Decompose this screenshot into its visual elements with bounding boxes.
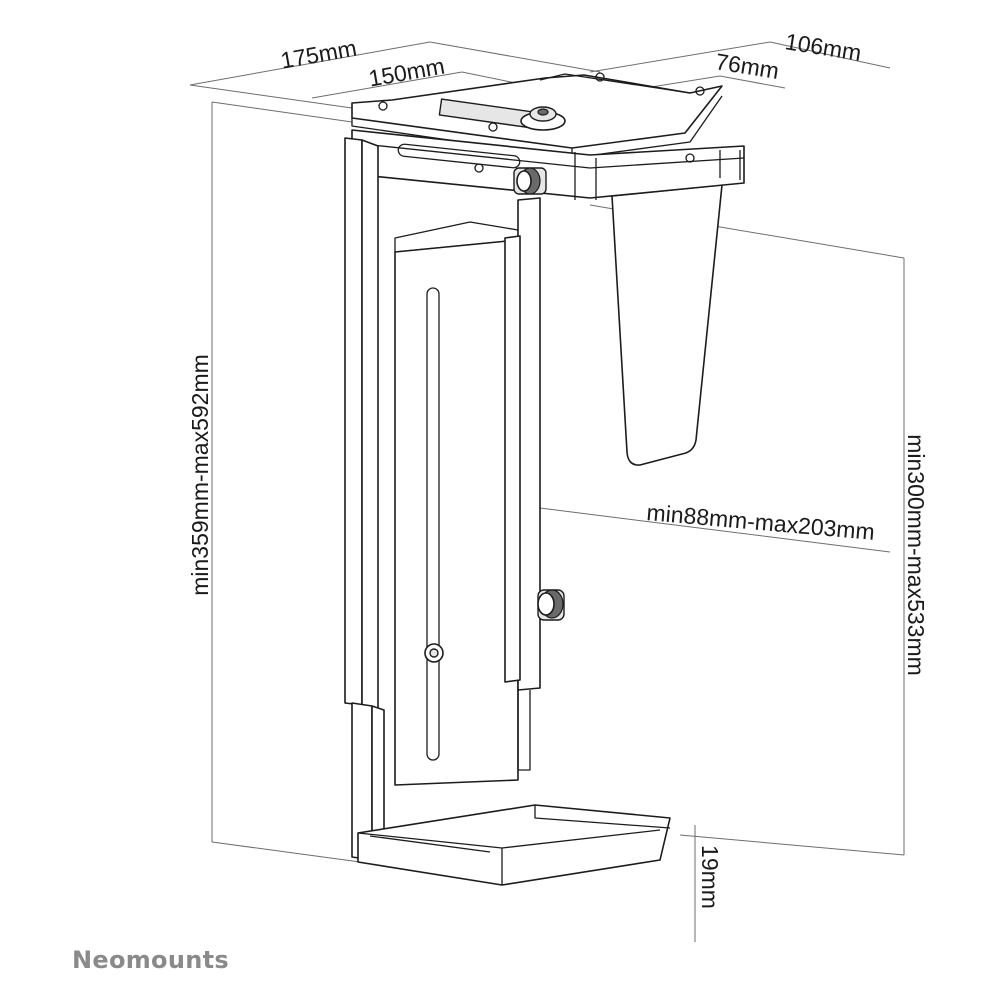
adjust-knob-lower — [537, 589, 565, 621]
top-mounting-plate — [351, 72, 723, 159]
label-106mm: 106mm — [783, 28, 863, 66]
bottom-tray — [357, 804, 671, 886]
label-19mm: 19mm — [697, 845, 723, 909]
central-column — [394, 197, 565, 786]
label-total-height: min359mm-max592mm — [187, 354, 213, 596]
brand-logo: Neomounts — [72, 946, 229, 974]
slide-bar — [351, 129, 745, 200]
center-bolt — [520, 106, 566, 131]
column-screw — [424, 643, 444, 663]
label-pc-width: min88mm-max203mm — [646, 499, 876, 545]
label-76mm: 76mm — [714, 48, 781, 84]
left-arm — [344, 137, 385, 863]
label-pc-height: min300mm-max533mm — [903, 434, 929, 676]
label-150mm: 150mm — [367, 53, 447, 92]
adjust-knob-top — [513, 167, 547, 195]
rear-bracket — [611, 184, 723, 466]
dimension-lines — [189, 41, 905, 942]
label-175mm: 175mm — [279, 35, 359, 74]
